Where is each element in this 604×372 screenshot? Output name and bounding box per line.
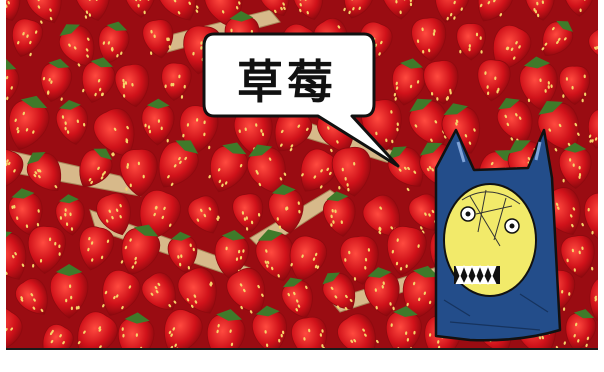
- caption-panel: [6, 348, 598, 368]
- speech-bubble-text: 草莓: [204, 44, 370, 114]
